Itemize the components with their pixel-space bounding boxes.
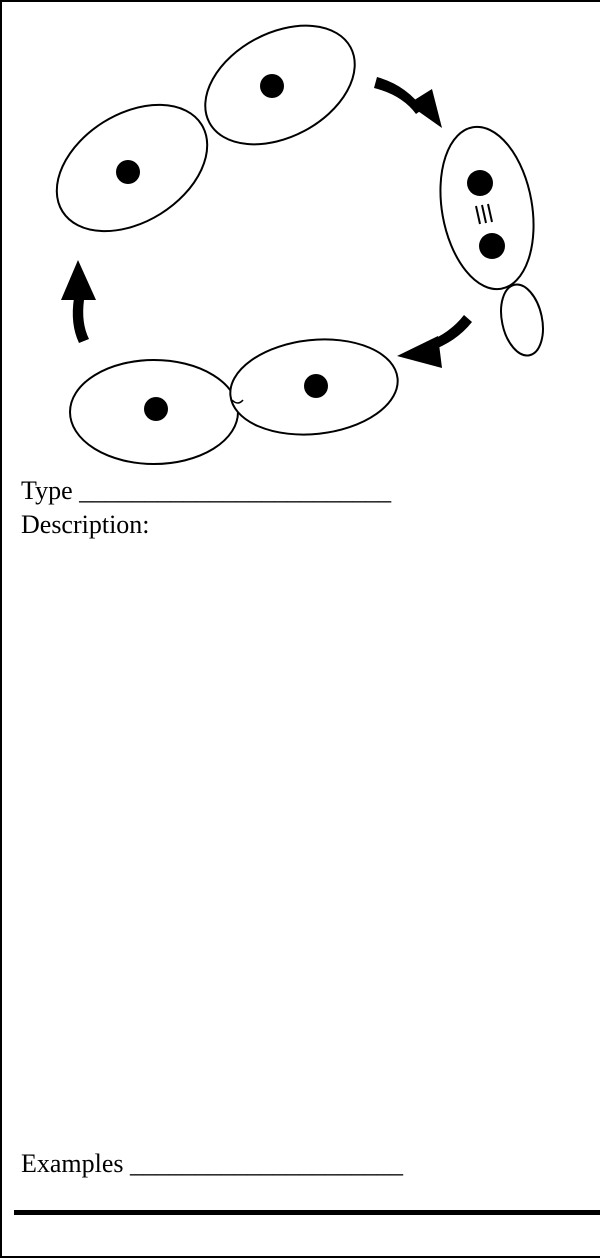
nucleus	[144, 397, 168, 421]
nucleus	[479, 233, 505, 259]
nucleus	[116, 160, 140, 184]
divider-rule	[14, 1210, 600, 1215]
examples-answer-blank[interactable]: _____________________	[130, 1149, 403, 1178]
arrow-left	[73, 298, 89, 343]
nucleus	[304, 374, 328, 398]
description-label: Description:	[21, 510, 150, 540]
examples-label: Examples	[21, 1149, 124, 1178]
budding-cycle-diagram	[2, 2, 600, 472]
type-answer-blank[interactable]: ________________________	[79, 476, 391, 505]
cell-budding	[428, 119, 545, 296]
type-label: Type	[21, 476, 73, 505]
type-line: Type ________________________	[21, 476, 391, 506]
bud	[495, 281, 549, 360]
nucleus	[467, 170, 493, 196]
nucleus	[260, 74, 284, 98]
examples-line: Examples _____________________	[21, 1149, 403, 1179]
